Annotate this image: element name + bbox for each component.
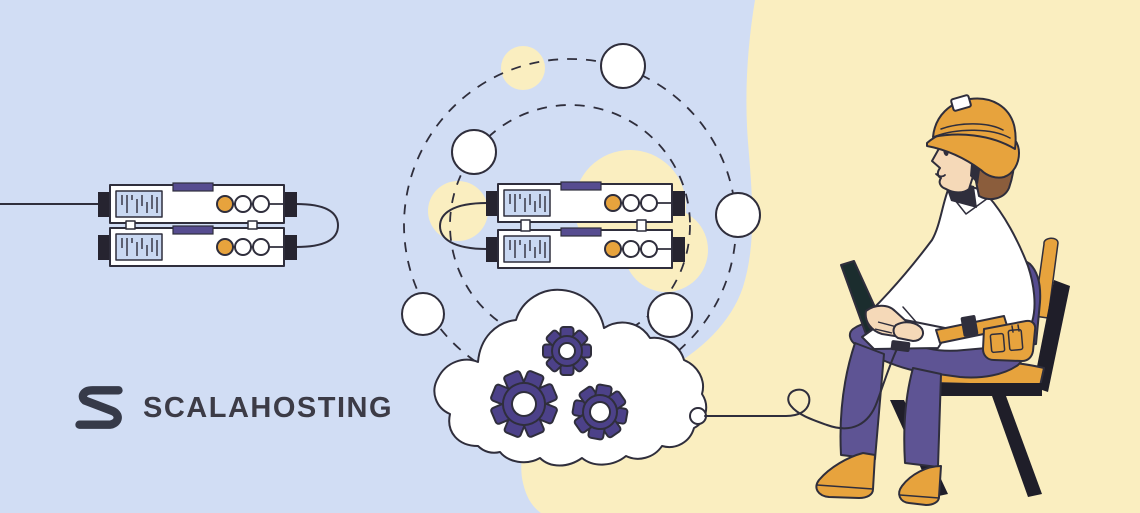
shoe-sole-line xyxy=(899,494,940,499)
gear-icon xyxy=(542,326,592,376)
server-unit xyxy=(97,225,298,267)
orbit-ring-inner xyxy=(449,104,691,346)
server-unit xyxy=(485,227,686,269)
smile xyxy=(935,173,946,178)
orbit-nodes xyxy=(401,43,761,338)
hardhat-lamp xyxy=(950,94,972,112)
cloud-with-gears xyxy=(433,288,708,467)
pouch-tool xyxy=(1007,328,1024,352)
server-unit xyxy=(485,181,686,223)
engineer xyxy=(815,94,1042,506)
gear-icon xyxy=(490,370,558,438)
leg-shin-rear xyxy=(903,367,942,468)
accent-circle xyxy=(501,46,545,90)
scalahosting-logo-text: SCALAHOSTING xyxy=(143,391,393,424)
orbit-node xyxy=(600,43,646,89)
scalahosting-logo-icon xyxy=(75,386,123,429)
tool-prongs xyxy=(1011,324,1020,333)
cloud-cable-node xyxy=(689,407,707,425)
chair-rear-leg xyxy=(992,396,1042,497)
shoe-sole-line xyxy=(816,484,874,490)
rack-connector xyxy=(520,219,531,232)
cloud-to-laptop-cable xyxy=(704,348,898,430)
hand xyxy=(892,321,924,342)
chair-back-frame xyxy=(1033,280,1070,392)
orbit-node xyxy=(451,129,497,175)
rack-connector xyxy=(125,220,136,230)
orbit-node xyxy=(715,192,761,238)
laptop-hinge xyxy=(890,340,911,352)
shirt xyxy=(866,185,1036,352)
orbit-node xyxy=(401,292,445,336)
rack-link-cable xyxy=(439,202,488,250)
rack-connector xyxy=(247,220,258,230)
orbit-node xyxy=(647,292,693,338)
pouch-tool xyxy=(989,332,1006,354)
accent-circle xyxy=(428,181,488,241)
gear-icon xyxy=(571,383,629,441)
rack-link-cable xyxy=(295,203,339,248)
rack-connector xyxy=(636,219,647,232)
belt-buckle xyxy=(960,315,979,337)
server-unit xyxy=(97,182,298,224)
chair-seat-base xyxy=(940,383,1042,396)
server-rack-center xyxy=(439,181,686,269)
hardhat-seams xyxy=(935,123,1011,139)
server-rack-left xyxy=(0,182,339,267)
scalahosting-logo[interactable]: SCALAHOSTING xyxy=(70,382,393,434)
